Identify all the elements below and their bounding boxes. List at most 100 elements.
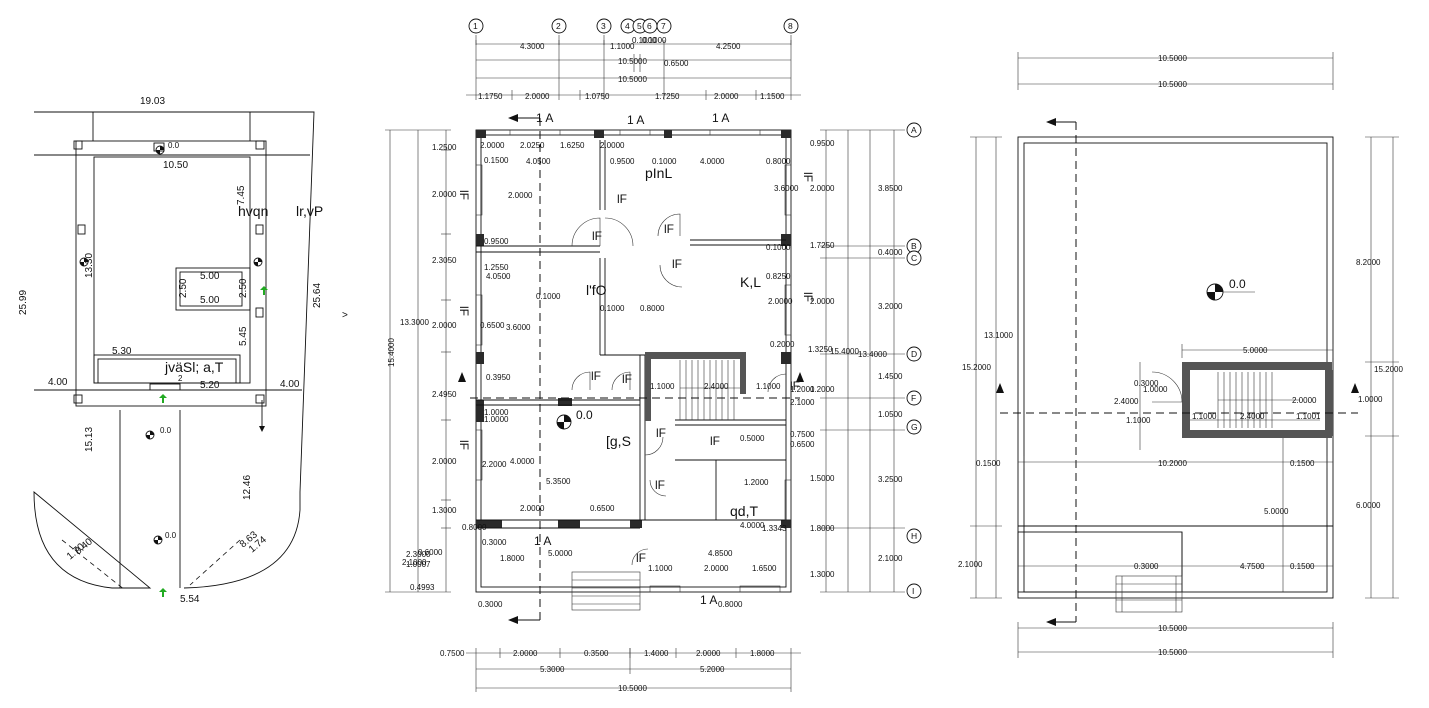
- level-marker-icon: [79, 145, 263, 545]
- grid-label: 4: [625, 21, 630, 31]
- dimension: 1.3250: [808, 345, 833, 354]
- interior-dimension: 1.6500: [752, 564, 777, 573]
- dimension: 1.0000: [1358, 395, 1383, 404]
- room-label: [g,S: [606, 433, 631, 449]
- door-tag: lF: [457, 306, 471, 316]
- door-tag: lF: [592, 229, 602, 243]
- door-tag: lF: [622, 372, 632, 386]
- door-tag: lF: [790, 379, 800, 393]
- interior-dimension: 4.0000: [510, 457, 535, 466]
- interior-dimension: 4.8500: [708, 549, 733, 558]
- dimension: 1.7250: [810, 241, 835, 250]
- dimension: 5.2000: [700, 665, 725, 674]
- dimension: 10.5000: [1158, 648, 1187, 657]
- grid-label: 6: [647, 21, 652, 31]
- interior-dimension: 5.0000: [548, 549, 573, 558]
- dimension: 0.1000: [632, 36, 657, 45]
- interior-dimension: 5.3500: [546, 477, 571, 486]
- interior-dimension: 2.2000: [482, 460, 507, 469]
- dimension: 4.3000: [520, 42, 545, 51]
- interior-dimension: 2.0000: [704, 564, 729, 573]
- dimension: 10.5000: [1158, 624, 1187, 633]
- site-plan: 0.0 0.0 0.0 19.03 10.50 25.99 25.64 13.3…: [18, 96, 348, 605]
- dimension: 0.1500: [1290, 459, 1315, 468]
- setback-dimension: 4.00: [48, 377, 68, 388]
- dimension: 10.5000: [618, 75, 647, 84]
- grid-label: 7: [661, 21, 666, 31]
- grid-label: 8: [788, 21, 793, 31]
- room-label: l'fO: [586, 282, 607, 298]
- dimension: 13.4000: [858, 350, 887, 359]
- dimension: 13.1000: [984, 331, 1013, 340]
- dimension: 2.3050: [432, 256, 457, 265]
- grid-label: G: [911, 422, 918, 432]
- door-tag: lF: [664, 222, 674, 236]
- dimension: 1.5000: [810, 474, 835, 483]
- dimension: 1.1750: [478, 92, 503, 101]
- arrow-icon: [159, 394, 167, 403]
- left-inner-dimension: 13.30: [84, 253, 95, 278]
- interior-dimension: 1.2000: [744, 478, 769, 487]
- dimension: 1.2000: [810, 385, 835, 394]
- lower-left-dimension: 15.13: [84, 427, 95, 452]
- dimension: 2.0000: [810, 297, 835, 306]
- dimension: 2.0000: [714, 92, 739, 101]
- dimension: 15.4000: [830, 347, 859, 356]
- porch-dimension: 5.20: [200, 380, 220, 391]
- door-tag: lF: [655, 478, 665, 492]
- dimension: 3.2000: [878, 302, 903, 311]
- grid-label: 5: [637, 21, 642, 31]
- interior-dimension: 1.1000: [756, 382, 781, 391]
- interior-dimension: 0.1000: [600, 304, 625, 313]
- dimension: 0.6000: [418, 548, 443, 557]
- interior-dimension: 0.6500: [590, 504, 615, 513]
- room-dimension: 2.50: [238, 278, 249, 298]
- grid-label: B: [911, 241, 917, 251]
- dimension: 2.0000: [432, 457, 457, 466]
- dimension: 1.8000: [810, 524, 835, 533]
- interior-dimension: 1.2000: [790, 385, 815, 394]
- dimension: 15.2000: [962, 363, 991, 372]
- dimension: 3.2500: [878, 475, 903, 484]
- dimension: 1.1000: [1126, 416, 1151, 425]
- dimension: 0.4000: [878, 248, 903, 257]
- interior-dimension: 0.6500: [790, 440, 815, 449]
- grid-label: 2: [556, 21, 561, 31]
- dimension: 5.3000: [540, 665, 565, 674]
- interior-dimension: 0.3950: [486, 373, 511, 382]
- door-tag: lF: [801, 172, 815, 182]
- dimension: 4.7500: [1240, 562, 1265, 571]
- dimension: 2.4000: [1240, 412, 1265, 421]
- room-label: pInL: [645, 165, 672, 181]
- dimension: 4.2500: [716, 42, 741, 51]
- setback-dimension: 4.00: [280, 379, 300, 390]
- dimension: 10.5000: [1158, 80, 1187, 89]
- dimension: 1.1500: [760, 92, 785, 101]
- interior-dimension: 2.1000: [790, 398, 815, 407]
- dimension: 10.5000: [1158, 54, 1187, 63]
- door-tag: lF: [636, 551, 646, 565]
- right-mid-dimension: 5.45: [238, 326, 249, 346]
- dimension: 2.1000: [878, 554, 903, 563]
- interior-dimension: 4.0500: [486, 272, 511, 281]
- dimension: 0.7500: [440, 649, 465, 658]
- section-tag: 1 A: [627, 113, 644, 127]
- interior-dimension: 1.6250: [560, 141, 585, 150]
- interior-dimension: 0.8250: [766, 272, 791, 281]
- dimension: 1.4000: [644, 649, 669, 658]
- interior-dimension: 2.0250: [520, 141, 545, 150]
- interior-dimension: 2.0000: [508, 191, 533, 200]
- dimension: 3.8500: [878, 184, 903, 193]
- door-tag: lF: [457, 190, 471, 200]
- dimension: 5.0000: [1264, 507, 1289, 516]
- arrow-icon: [260, 286, 268, 295]
- door-tag: lF: [656, 426, 666, 440]
- door-tag: lF: [617, 192, 627, 206]
- interior-dimension: 0.2000: [770, 340, 795, 349]
- interior-dimension: 1.0000: [484, 415, 509, 424]
- grid-axes-top: 1 2 3 4 5 6 7 8: [468, 18, 799, 45]
- interior-dimension: 2.0000: [520, 504, 545, 513]
- dimension: 1.8000: [750, 649, 775, 658]
- grid-label: H: [911, 531, 917, 541]
